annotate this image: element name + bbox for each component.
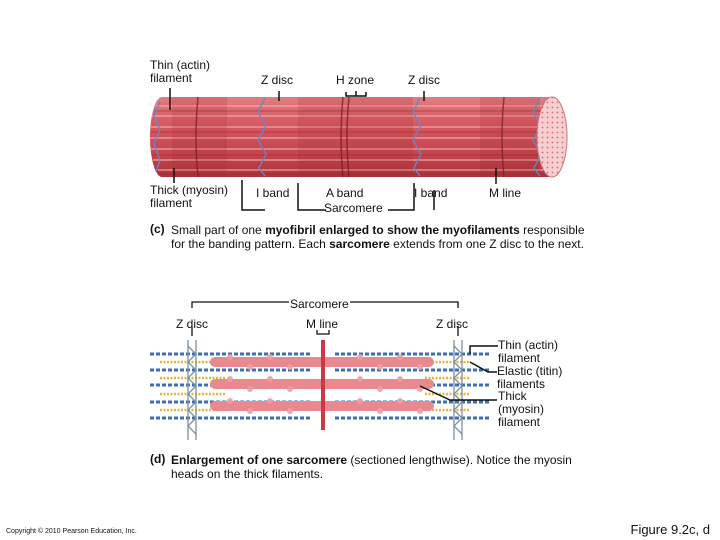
- label-z-disc-bottom-left: Z disc: [176, 317, 209, 331]
- caption-d: Enlargement of one sarcomere (sectioned …: [171, 453, 572, 481]
- titin-filaments: [160, 360, 470, 412]
- label-m-line-bottom: M line: [306, 317, 339, 331]
- copyright-text: Copyright © 2010 Pearson Education, Inc.: [6, 528, 137, 535]
- myofilament-stripes: [150, 105, 552, 171]
- label-h-zone: H zone: [336, 73, 375, 87]
- label-thick-filament-top: Thick (myosin) filament: [150, 183, 229, 210]
- caption-d-letter: (d): [150, 452, 166, 466]
- label-i-band-left: I band: [256, 186, 290, 200]
- figure-number: Figure 9.2c, d: [630, 522, 711, 537]
- label-z-disc-top-left: Z disc: [261, 73, 294, 87]
- z-disc-left-lattice: [187, 340, 197, 440]
- caption-c-letter: (c): [150, 222, 165, 236]
- label-i-band-right: I band: [414, 186, 448, 200]
- label-a-band: A band: [326, 186, 364, 200]
- label-sarcomere-bottom: Sarcomere: [289, 297, 350, 311]
- a-band-region: [298, 97, 413, 177]
- z-disc-right-lattice: [453, 340, 463, 440]
- sarcomere-enlargement: [150, 301, 498, 440]
- label-z-disc-top-right: Z disc: [408, 73, 441, 87]
- myofibril-cylinder: [150, 96, 568, 178]
- caption-c: Small part of one myofibril enlarged to …: [171, 223, 585, 251]
- label-thin-filament-top: Thin (actin) filament: [150, 58, 211, 85]
- label-m-line-top: M line: [489, 186, 522, 200]
- label-elastic-filaments: Elastic (titin) filaments: [497, 364, 563, 391]
- label-z-disc-bottom-right: Z disc: [436, 317, 469, 331]
- label-thin-filament-bottom: Thin (actin) filament: [498, 338, 559, 365]
- z-disc-lines: [153, 97, 542, 177]
- label-sarcomere-top: Sarcomere: [324, 201, 383, 215]
- label-thick-filament-bottom: Thick (myosin) filament: [498, 389, 545, 429]
